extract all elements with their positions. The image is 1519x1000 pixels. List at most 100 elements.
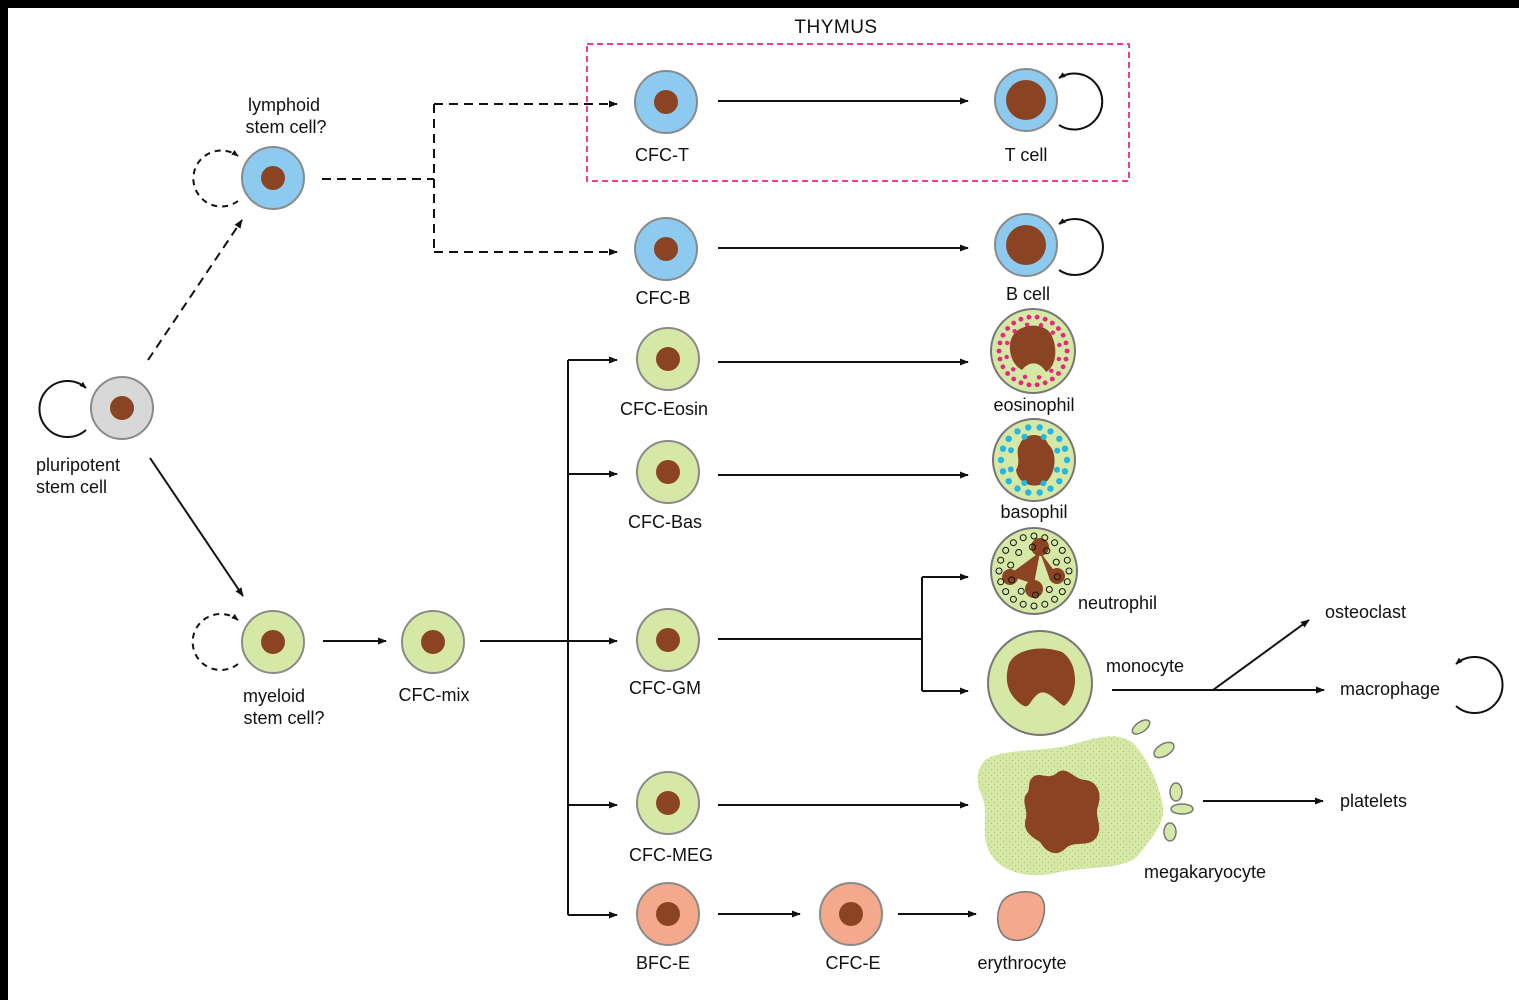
cfc-gm-label: CFC-GM	[629, 678, 701, 698]
eosinophil-granule	[1018, 316, 1024, 322]
basophil-granule	[1056, 478, 1063, 485]
basophil-granule	[1040, 480, 1047, 487]
basophil-granule	[1005, 435, 1012, 442]
eosinophil-granule	[1036, 375, 1042, 380]
erythrocyte-label: erythrocyte	[977, 953, 1066, 973]
platelets-label: platelets	[1340, 791, 1407, 811]
eosinophil-granule	[1063, 356, 1069, 362]
bfc-e-cell	[636, 882, 700, 946]
pluripotent-stem-cell	[90, 376, 154, 440]
neutrophil-granule	[1008, 576, 1016, 584]
pluripotent-renewal-loop	[38, 380, 87, 438]
eosinophil-granule	[1056, 326, 1061, 331]
cfc-meg-cell	[636, 771, 700, 835]
cfc-meg-label: CFC-MEG	[629, 845, 713, 865]
basophil-granule	[1025, 489, 1032, 496]
basophil-granule	[1040, 434, 1047, 440]
cfc-bas-cell	[636, 440, 700, 504]
neutrophil-granule	[1051, 539, 1059, 547]
eosinophil-cell	[990, 308, 1076, 394]
neutrophil-granule	[1030, 602, 1038, 610]
cfc-b-cell	[634, 217, 698, 281]
b-cell-label: B cell	[1006, 284, 1050, 304]
neutrophil-cell	[990, 527, 1078, 615]
macrophage-label: macrophage	[1340, 679, 1440, 699]
eosinophil-granule	[1026, 314, 1032, 320]
neutrophil-granule	[1009, 595, 1017, 603]
basophil-granule	[1061, 468, 1069, 475]
neutrophil-granule	[1063, 556, 1071, 564]
basophil-granule	[1054, 447, 1061, 454]
neutrophil-granule	[1030, 532, 1038, 540]
eosinophil-granule	[1038, 323, 1044, 328]
neutrophil-granule	[1029, 543, 1036, 551]
basophil-granule	[1047, 485, 1054, 492]
cfc-e-cell	[819, 882, 883, 946]
neutrophil-granule	[1043, 547, 1051, 555]
neutrophil-granule	[997, 556, 1005, 564]
basophil-granule	[999, 468, 1007, 475]
monocyte-label: monocyte	[1106, 656, 1184, 676]
osteoclast-label: osteoclast	[1325, 602, 1406, 622]
basophil-granule	[1021, 480, 1028, 486]
eosinophil-granule	[1011, 367, 1016, 372]
macrophage-renewal-loop	[1455, 656, 1504, 714]
eosinophil-granule	[1005, 371, 1010, 376]
neutrophil-label: neutrophil	[1078, 593, 1157, 613]
basophil-label: basophil	[1000, 502, 1067, 522]
eosinophil-granule	[1000, 332, 1006, 338]
basophil-granule	[1036, 424, 1043, 431]
eosinophil-granule	[1000, 364, 1006, 370]
cfc-e-label: CFC-E	[826, 953, 881, 973]
neutrophil-granule	[1041, 534, 1049, 542]
basophil-granule	[999, 445, 1007, 452]
basophil-granule	[1047, 428, 1054, 435]
eosinophil-granule	[1034, 382, 1040, 388]
bfc-e-label: BFC-E	[636, 953, 690, 973]
t-cell	[994, 68, 1058, 132]
neutrophil-granule	[1045, 586, 1053, 593]
basophil-granule	[1021, 433, 1028, 440]
eosinophil-granule	[1022, 374, 1028, 379]
eosinophil-granule	[1005, 326, 1010, 331]
basophil-granule	[1014, 485, 1021, 492]
basophil-granule	[1014, 428, 1021, 435]
eosinophil-granule	[1056, 356, 1062, 362]
neutrophil-granule	[1065, 567, 1073, 575]
cfc-mix-cell	[401, 610, 465, 674]
eosinophil-granule	[1042, 316, 1048, 322]
self-renewal-loops	[38, 72, 1504, 714]
megakaryocyte-label: megakaryocyte	[1144, 862, 1266, 882]
basophil-granule	[1025, 424, 1032, 431]
eosinophil-granule	[1056, 371, 1061, 376]
t-cell-renewal-loop	[1058, 72, 1104, 131]
eosinophil-granule	[1060, 332, 1066, 338]
eosinophil-granule	[1018, 380, 1024, 386]
eosinophil-granule	[1011, 376, 1017, 382]
monocyte-cell	[987, 630, 1093, 736]
neutrophil-granule	[1053, 573, 1061, 581]
eosinophil-granule	[997, 340, 1003, 346]
neutrophil-granule	[1041, 600, 1049, 608]
myeloid-renewal-loop	[191, 613, 239, 671]
basophil-granule	[1005, 478, 1012, 485]
neutrophil-granule	[1017, 587, 1025, 595]
progenitor-cells	[90, 70, 883, 946]
neutrophil-granule	[1009, 539, 1017, 547]
eosinophil-granule	[1049, 376, 1055, 382]
basophil-granule	[1007, 466, 1014, 473]
basophil-granule	[1036, 489, 1043, 496]
eosinophil-granule	[1063, 340, 1069, 346]
neutrophil-granule	[1002, 588, 1010, 596]
eosinophil-granule	[1026, 382, 1032, 388]
basophil-granule	[997, 456, 1005, 464]
b-cell-renewal-loop	[1058, 218, 1104, 276]
eosinophil-granule	[997, 356, 1003, 362]
neutrophil-granule	[1007, 561, 1015, 569]
neutrophil-granule	[1019, 600, 1027, 608]
lymphoid-stem-cell	[241, 146, 305, 210]
neutrophil-granule	[1051, 595, 1059, 603]
